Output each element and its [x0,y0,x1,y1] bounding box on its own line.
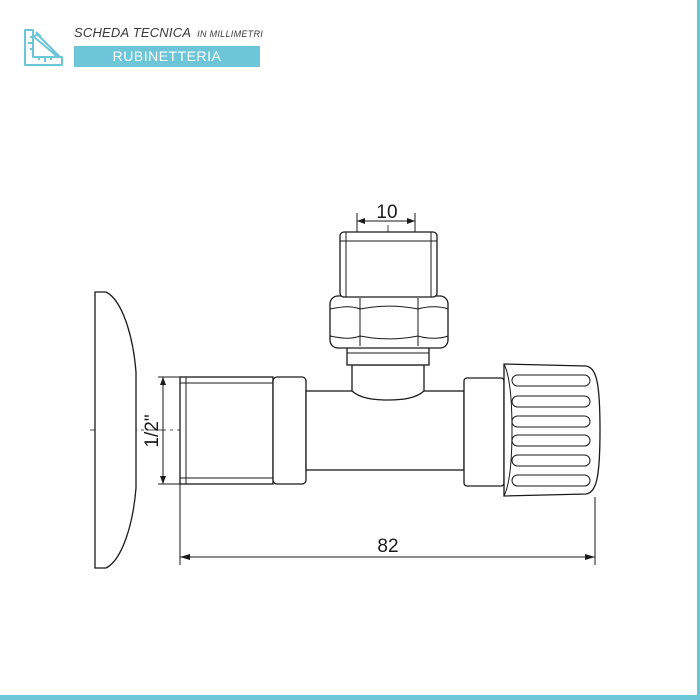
hex-nut [329,295,449,349]
sheet-title-text: SCHEDA TECNICA [74,25,192,40]
inlet-collar [272,376,307,485]
compression-fitting [339,231,438,298]
handle-neck [463,377,505,487]
category-label: RUBINETTERIA [112,48,222,64]
dimension-thread-size: 1/2" [142,376,180,485]
valve-body [305,390,465,471]
threaded-inlet [179,376,274,485]
outlet-ring [346,345,430,366]
frame-right-border [697,0,700,700]
ribbed-handle [503,363,601,497]
unit-note: IN MILLIMETRI [197,29,264,39]
dimension-label-top: 10 [376,202,397,223]
wall-flange [94,291,137,569]
handle-grip-ribs [511,374,591,487]
dimension-overall-length: 82 [179,484,596,565]
category-banner: RUBINETTERIA [74,46,260,67]
outlet-stem [351,364,425,401]
dimension-label-length: 82 [377,536,398,557]
dimension-label-thread: 1/2" [142,414,163,447]
frame-bottom-border [0,695,700,700]
ruler-pencil-icon [24,29,63,66]
dimension-top-outlet: 10 [356,202,416,232]
sheet-title: SCHEDA TECNICA IN MILLIMETRI [74,25,263,40]
